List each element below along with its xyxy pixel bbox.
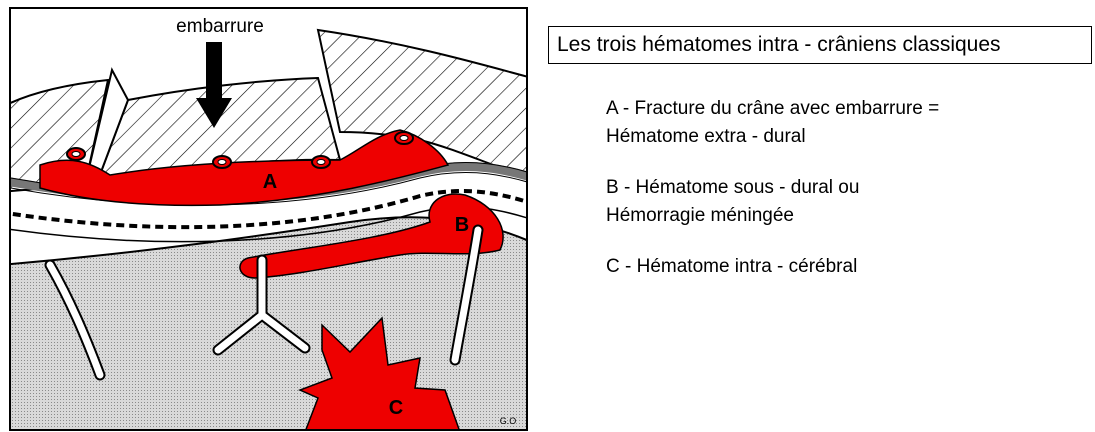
letter-c: C (389, 397, 403, 419)
legend-item-c: C - Hématome intra - cérébral (606, 253, 1086, 281)
cranial-hematoma-diagram: embarrure A B C G.O (0, 0, 540, 432)
legend: A - Fracture du crâne avec embarrure = H… (606, 95, 1086, 304)
legend-item-a-line1: A - Fracture du crâne avec embarrure = (606, 95, 1086, 123)
signature: G.O (500, 416, 517, 426)
legend-item-b-line1: B - Hématome sous - dural ou (606, 174, 1086, 202)
letter-a: A (263, 171, 277, 193)
arrow-label: embarrure (176, 16, 264, 37)
legend-item-a-line2: Hématome extra - dural (606, 123, 1086, 151)
legend-item-b-line2: Hémorragie méningée (606, 202, 1086, 230)
page-title: Les trois hématomes intra - crâniens cla… (548, 26, 1092, 64)
legend-item-b: B - Hématome sous - dural ou Hémorragie … (606, 174, 1086, 230)
legend-item-c-line1: C - Hématome intra - cérébral (606, 253, 1086, 281)
letter-b: B (455, 214, 469, 236)
legend-item-a: A - Fracture du crâne avec embarrure = H… (606, 95, 1086, 151)
